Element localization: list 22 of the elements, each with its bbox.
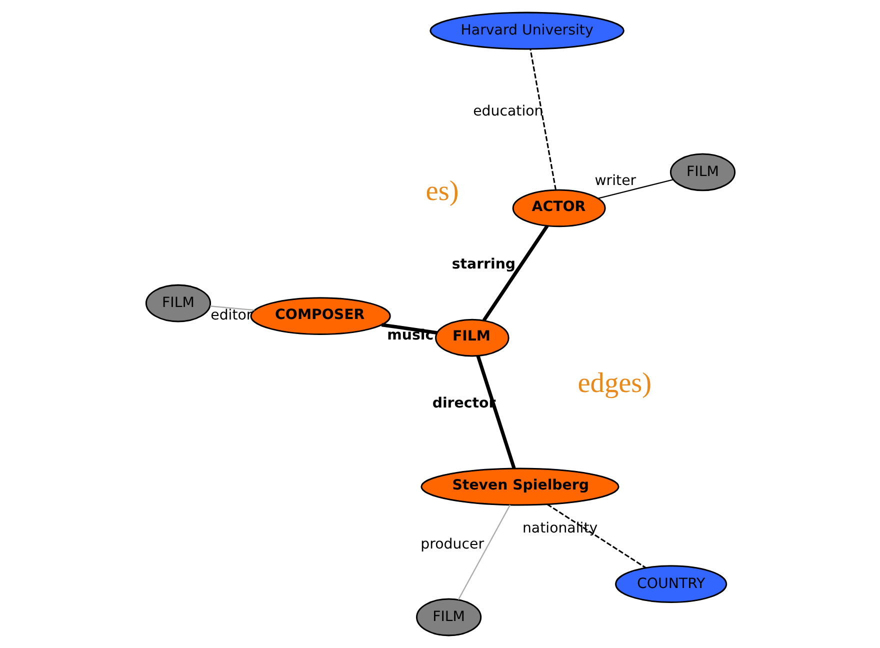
node-ellipse: Harvard University (429, 12, 624, 50)
connector (476, 356, 516, 469)
connector (597, 179, 673, 200)
label: es) (425, 176, 458, 208)
label: edges) (577, 368, 652, 400)
edge-label: writer (594, 173, 636, 190)
connector (482, 224, 548, 322)
node-ellipse: Steven Spielberg (420, 468, 619, 506)
edge-label: producer (420, 536, 484, 553)
connector (546, 504, 646, 569)
node-ellipse: FILM (669, 153, 736, 192)
node-ellipse: FILM (434, 318, 509, 357)
connector (529, 48, 556, 190)
edge-label: starring (451, 256, 516, 272)
node-ellipse: ACTOR (512, 189, 606, 228)
node-ellipse: COUNTRY (614, 565, 727, 604)
edge-label: nationality (522, 520, 598, 536)
edge-label: education (472, 104, 543, 120)
node-ellipse: FILM (416, 598, 482, 636)
connector (380, 323, 438, 335)
node-ellipse: FILM (144, 284, 211, 322)
connector (457, 504, 510, 600)
